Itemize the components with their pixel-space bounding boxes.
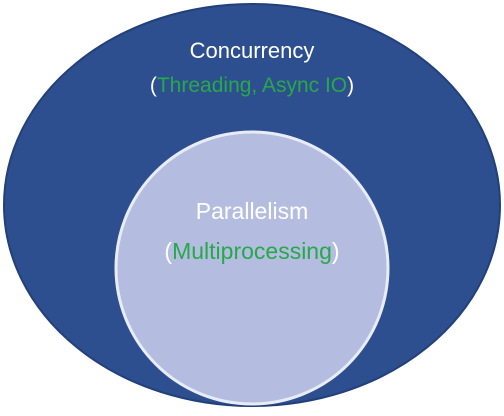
concurrency-open-paren: (	[149, 74, 157, 97]
parallelism-open-paren: (	[164, 238, 173, 264]
concurrency-title: Concurrency	[189, 38, 315, 63]
parallelism-close-paren: )	[331, 238, 340, 264]
parallelism-title: Parallelism	[195, 198, 309, 224]
concurrency-close-paren: )	[347, 74, 355, 97]
parallelism-circle	[114, 130, 390, 406]
concurrency-subtitle: Threading, Async IO	[156, 74, 348, 97]
parallelism-subtitle-line: (Multiprocessing)	[0, 238, 504, 265]
concurrency-subtitle-line: (Threading, Async IO)	[0, 74, 504, 98]
parallelism-subtitle: Multiprocessing	[172, 238, 332, 264]
